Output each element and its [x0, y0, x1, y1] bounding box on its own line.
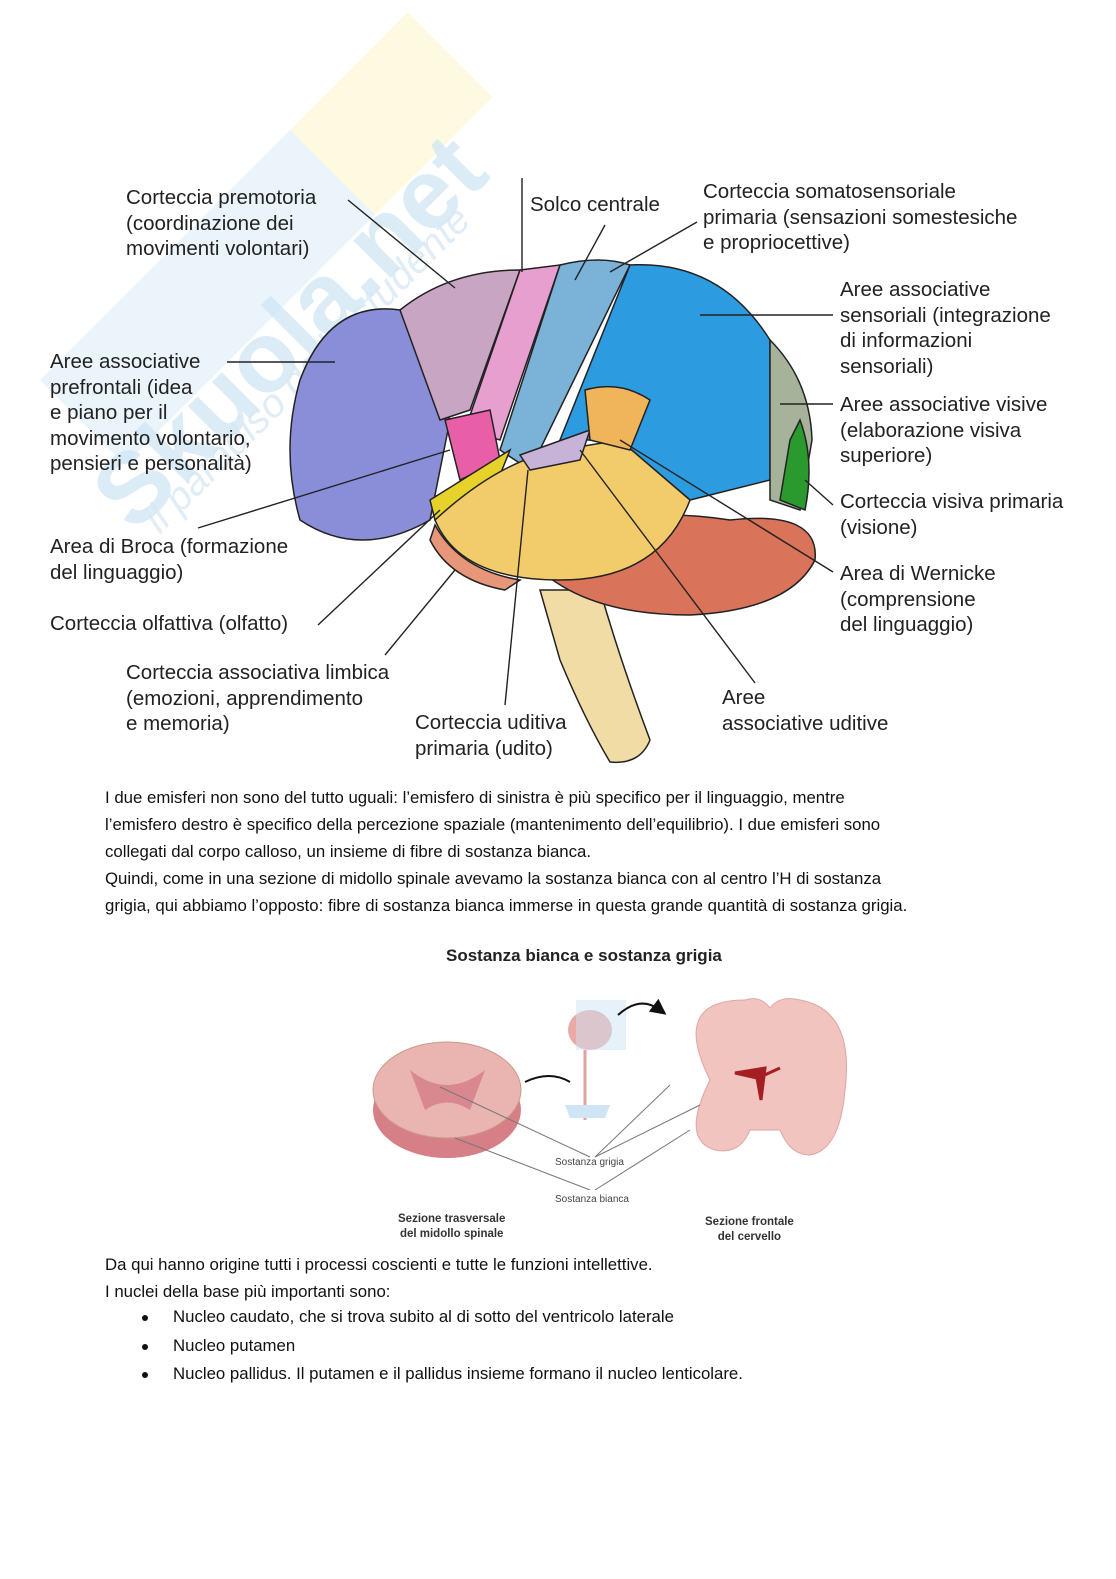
label-line: Corteccia premotoria: [126, 186, 317, 209]
white-grey-matter-illustration: [372, 998, 848, 1190]
label-primary-visual: Corteccia visiva primaria (visione): [840, 489, 1063, 540]
region-sensory-assoc: [558, 263, 771, 501]
label-line: (visione): [840, 515, 918, 539]
label-line: e piano per il: [50, 401, 168, 424]
label-visual-association: Aree associative visive (elaborazione vi…: [840, 392, 1047, 469]
label-line: di informazioni: [840, 329, 973, 352]
label-somatosensory-cortex: Corteccia somatosensoriale primaria (sen…: [703, 179, 1017, 256]
label-auditory-association: Aree associative uditive: [722, 685, 888, 736]
region-prefrontal: [289, 308, 451, 541]
label-line: Corteccia uditiva: [415, 711, 567, 734]
label-line: pensieri e personalità): [50, 452, 252, 475]
brain-illustration: [197, 178, 834, 764]
paragraph-basal-nuclei: Da qui hanno origine tutti i processi co…: [105, 1251, 653, 1305]
label-grey-matter: Sostanza grigia: [555, 1157, 624, 1168]
label-sensory-association: Aree associative sensoriali (integrazion…: [840, 277, 1051, 379]
caption-line: Sezione frontale: [705, 1216, 794, 1228]
label-line: Corteccia associativa limbica: [126, 661, 390, 684]
figure2-title: Sostanza bianca e sostanza grigia: [446, 946, 722, 965]
label-line: sensoriali): [840, 354, 934, 378]
label-premotor-cortex: Corteccia premotoria (coordinazione dei …: [126, 185, 316, 262]
region-somatosensory: [499, 259, 632, 472]
label-olfactory-cortex: Corteccia olfattiva (olfatto): [50, 611, 288, 637]
list-item: Nucleo putamen: [140, 1332, 743, 1361]
label-line: Aree: [722, 686, 766, 709]
label-line: (elaborazione visiva: [840, 418, 1022, 442]
region-visual-primary: [779, 418, 810, 512]
label-line: primaria (udito): [415, 736, 553, 760]
label-line: (comprensione: [840, 587, 976, 611]
text-line: Da qui hanno origine tutti i processi co…: [105, 1255, 653, 1274]
label-line: (coordinazione dei: [126, 211, 294, 235]
text-line: collegati dal corpo calloso, un insieme …: [105, 842, 592, 861]
region-motor: [464, 264, 562, 441]
label-line: (emozioni, apprendimento: [126, 686, 364, 710]
region-limbic: [429, 523, 522, 591]
caption-line: Sezione trasversale: [398, 1213, 506, 1225]
brain-thumbnail: [565, 1000, 626, 1120]
label-wernicke: Area di Wernicke (comprensione del lingu…: [840, 561, 996, 638]
label-line: Aree associative: [840, 278, 991, 301]
label-line: e propriocettive): [703, 231, 850, 254]
label-line: Aree associative: [50, 350, 201, 373]
label-line: Corteccia visiva primaria: [840, 490, 1064, 513]
region-auditory-primary: [518, 428, 592, 471]
caption-line: del midollo spinale: [399, 1228, 504, 1240]
label-line: movimenti volontari): [126, 237, 310, 260]
text-line: l’emisfero destro è specifico della perc…: [105, 815, 881, 834]
spinal-cord-section: [372, 1041, 522, 1158]
label-line: Area di Broca (formazione: [50, 535, 289, 558]
label-line: del linguaggio): [50, 560, 184, 584]
paragraph-hemispheres: I due emisferi non sono del tutto uguali…: [105, 784, 907, 919]
brainstem: [539, 589, 651, 764]
basal-nuclei-list: Nucleo caudato, che si trova subito al d…: [140, 1303, 743, 1389]
label-prefrontal-association: Aree associative prefrontali (idea e pia…: [50, 349, 252, 477]
list-item: Nucleo pallidus. Il putamen e il pallidu…: [140, 1360, 743, 1389]
label-line: movimento volontario,: [50, 426, 251, 450]
label-line: Solco centrale: [530, 193, 660, 216]
caption-brain-frontal: Sezione frontale del cervello: [705, 1215, 794, 1245]
label-primary-auditory: Corteccia uditiva primaria (udito): [415, 710, 567, 761]
arrow-left: [524, 1075, 571, 1083]
region-temporal: [434, 439, 691, 581]
text-line: Quindi, come in una sezione di midollo s…: [105, 869, 882, 888]
label-line: Corteccia somatosensoriale: [703, 180, 956, 203]
label-line: Area di Wernicke: [840, 562, 996, 585]
region-wernicke: [584, 385, 651, 451]
list-item: Nucleo caudato, che si trova subito al d…: [140, 1303, 743, 1332]
text-line: I nuclei della base più importanti sono:: [105, 1282, 391, 1301]
label-line: superiore): [840, 444, 933, 467]
arrow-right: [617, 998, 667, 1016]
label-white-matter: Sostanza bianca: [555, 1194, 629, 1205]
label-line: Aree associative visive: [840, 393, 1048, 416]
label-limbic-association: Corteccia associativa limbica (emozioni,…: [126, 660, 389, 737]
label-line: Corteccia olfattiva (olfatto): [50, 612, 289, 635]
label-central-sulcus: Solco centrale: [530, 192, 660, 218]
label-line: associative uditive: [722, 711, 889, 735]
label-broca: Area di Broca (formazione del linguaggio…: [50, 534, 288, 585]
text-line: grigia, qui abbiamo l’opposto: fibre di …: [105, 896, 908, 915]
label-line: del linguaggio): [840, 613, 974, 636]
caption-spinal-cord: Sezione trasversale del midollo spinale: [398, 1212, 505, 1242]
text-line: I due emisferi non sono del tutto uguali…: [105, 788, 845, 807]
caption-line: del cervello: [717, 1231, 782, 1243]
label-line: primaria (sensazioni somestesiche: [703, 205, 1018, 229]
label-line: prefrontali (idea: [50, 375, 193, 399]
pointer-lines: [439, 1084, 701, 1190]
brain-frontal-section: [695, 998, 848, 1156]
label-line: sensoriali (integrazione: [840, 303, 1051, 327]
label-line: e memoria): [126, 712, 230, 735]
leader-lines: [197, 178, 834, 706]
